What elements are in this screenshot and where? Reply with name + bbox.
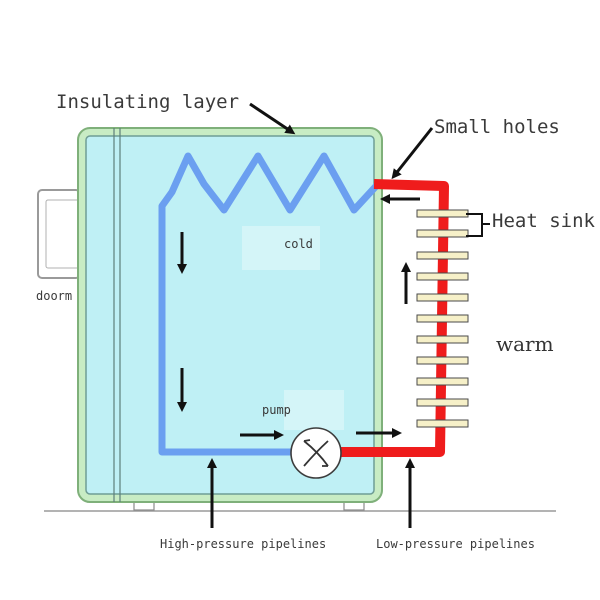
heat-sink-label: Heat sink bbox=[492, 210, 596, 232]
door-label: doorm bbox=[36, 289, 72, 303]
door-handle-inner bbox=[45, 199, 81, 269]
heat-sink-fin bbox=[416, 335, 469, 344]
heat-sink-fin bbox=[416, 209, 469, 218]
heat-sink bbox=[416, 209, 469, 428]
heat-sink-fin bbox=[416, 419, 469, 428]
fan-blades bbox=[303, 439, 329, 467]
heat-sink-fin bbox=[416, 251, 469, 260]
small-holes-pointer bbox=[391, 127, 434, 180]
heat-sink-fin bbox=[416, 314, 469, 323]
small-holes-label: Small holes bbox=[434, 116, 560, 138]
warm-label: warm bbox=[496, 332, 554, 356]
heat-sink-fin bbox=[416, 229, 469, 238]
heat-sink-fin bbox=[416, 272, 469, 281]
cold-label: cold bbox=[284, 237, 313, 251]
heat-sink-fin bbox=[416, 398, 469, 407]
cold-pipeline bbox=[158, 152, 382, 456]
insulating-layer-label: Insulating layer bbox=[56, 91, 239, 113]
heat-sink-bracket bbox=[466, 213, 490, 237]
pump bbox=[290, 427, 342, 479]
pump-label-box bbox=[284, 390, 344, 430]
low-pressure-label: Low-pressure pipelines bbox=[376, 537, 535, 551]
heat-sink-fin bbox=[416, 293, 469, 302]
heat-sink-fin bbox=[416, 356, 469, 365]
pump-label: pump bbox=[262, 403, 291, 417]
heat-sink-fin bbox=[416, 377, 469, 386]
insulating-layer-pointer bbox=[249, 102, 296, 135]
high-pressure-label: High-pressure pipelines bbox=[160, 537, 326, 551]
cold-label-box bbox=[242, 226, 320, 270]
